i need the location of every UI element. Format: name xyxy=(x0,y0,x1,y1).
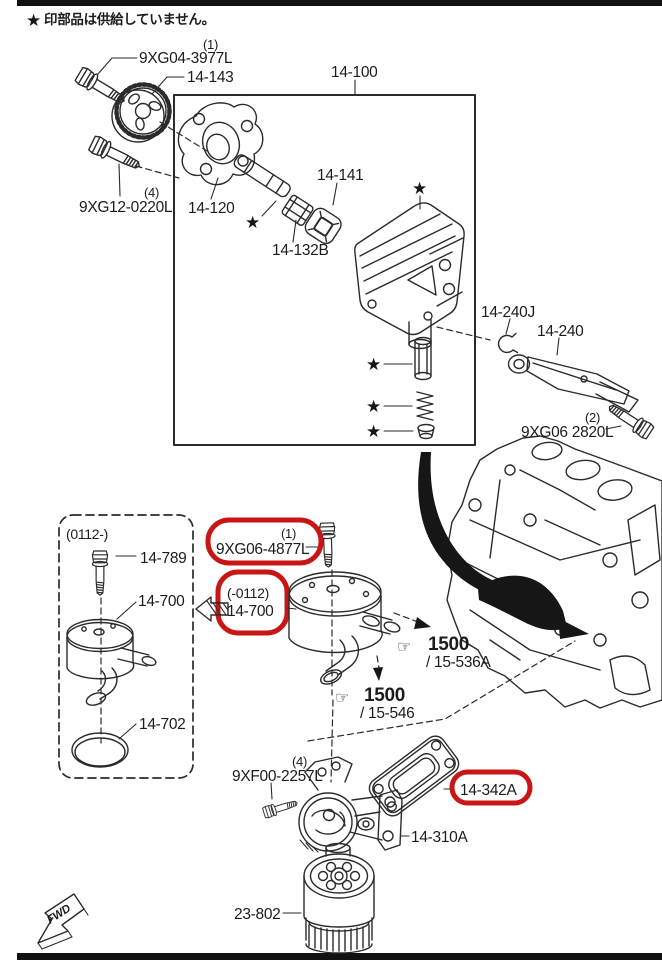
oil-cooler-drawing xyxy=(288,571,401,685)
bottom-border-bar xyxy=(17,953,662,960)
not-supplied-star-icon: ★ xyxy=(366,397,381,416)
pump-rotor-drawing xyxy=(177,102,264,200)
oil-pump-assy-box xyxy=(173,94,476,446)
snap-ring-label: 14-240J xyxy=(481,304,535,321)
cooler-alt-group-box xyxy=(58,514,194,779)
gasket-label: 14-342A xyxy=(460,782,517,799)
ref-lower-group: 1500 xyxy=(364,685,405,706)
to-bracket-arrowhead xyxy=(373,667,383,681)
not-supplied-star-icon: ★ xyxy=(412,179,427,198)
jet-bolt-qty: (2) xyxy=(585,410,600,425)
jet-bolt-label: 9XG06 2820L xyxy=(521,424,614,441)
sprocket-label: 14-143 xyxy=(187,69,233,86)
ref-upper-group: 1500 xyxy=(428,634,469,655)
cooler-label: 14-700 xyxy=(227,603,274,620)
cooler-oring-drawing xyxy=(71,723,137,768)
pump-collar-leader xyxy=(332,182,338,206)
sprocket-bolt-label: 9XG04-3977L xyxy=(139,50,233,67)
fwd-arrow: FWD xyxy=(37,893,89,950)
pump-bolt-drawing xyxy=(87,134,144,197)
pump-rotor-label: 14-120 xyxy=(188,200,235,217)
pump-joint-drawing xyxy=(281,194,314,226)
cooler-alt-bolt-label: 14-789 xyxy=(140,550,186,567)
ref-lower-code: / 15-546 xyxy=(360,705,414,722)
note-text: 印部品は供給していません。 xyxy=(44,11,215,27)
gasket-highlight xyxy=(449,769,533,806)
cooler-alt-range: (0112-) xyxy=(66,526,108,542)
cooler-bolt-highlight xyxy=(205,517,324,566)
to-bracket-dash xyxy=(376,655,380,669)
sprocket-bolt-drawing xyxy=(73,57,138,110)
sprocket-bolt-leader xyxy=(97,57,138,75)
oil-pump-assy-label: 14-100 xyxy=(331,64,378,81)
bracket-to-engine-dash xyxy=(307,640,576,742)
cooler-alt-label: 14-700 xyxy=(138,593,185,610)
pump-bolt-leader xyxy=(118,163,121,197)
supersession-arrow-icon xyxy=(195,596,229,622)
oil-filter-label: 23-802 xyxy=(234,906,280,923)
cooler-axis-dash xyxy=(330,569,334,783)
pump-shaft-drawing xyxy=(233,154,291,198)
shaft-star-leader xyxy=(261,200,277,217)
cooler-oring-label: 14-702 xyxy=(139,716,185,733)
pump-body-drawing xyxy=(354,195,465,350)
pump-bolts-qty: (4) xyxy=(144,185,159,200)
oil-jet-label: 14-240 xyxy=(537,323,584,340)
filter-bracket-label: 14-310A xyxy=(411,829,468,846)
relief-seat-drawing xyxy=(383,423,435,440)
fwd-label: FWD xyxy=(45,903,73,927)
pump-collar-label: 14-141 xyxy=(317,167,363,184)
pointing-hand-icon: ☞ xyxy=(397,639,411,656)
pointing-hand-icon: ☞ xyxy=(335,690,349,707)
pump-joint-leader xyxy=(292,219,297,243)
not-supplied-star-icon: ★ xyxy=(245,213,260,232)
sprocket-bolt-qty: (1) xyxy=(203,37,218,52)
jet-location-highlight xyxy=(478,575,589,639)
oil-cooler-alt-drawing xyxy=(66,601,157,706)
cooler-bolt-qty: (1) xyxy=(281,526,296,541)
oil-jet-drawing xyxy=(507,337,639,413)
oil-filter-drawing xyxy=(282,842,375,954)
not-supplied-star-icon: ★ xyxy=(366,422,381,441)
ref-upper-code: / 15-536A xyxy=(426,654,491,671)
pump-bolts-label: 9XG12-0220L xyxy=(79,199,173,216)
note-star-icon: ★ xyxy=(26,11,41,30)
bracket-bolts-label: 9XF00-2257L xyxy=(232,768,323,785)
relief-plunger-drawing xyxy=(383,336,432,381)
jet-bolt-drawing xyxy=(604,399,656,441)
pump-joint-label: 14-132B xyxy=(272,242,329,259)
cooler-alt-bolt-drawing xyxy=(91,550,137,596)
not-supplied-star-icon: ★ xyxy=(366,355,381,374)
cooler-range: (-0112) xyxy=(227,585,269,601)
sprocket-leader xyxy=(151,76,185,95)
pump-collar-drawing xyxy=(304,207,342,245)
snap-ring-drawing xyxy=(497,318,519,354)
relief-spring-drawing xyxy=(383,391,434,421)
bracket-bolt-drawing xyxy=(261,782,300,820)
bracket-bolts-qty: (4) xyxy=(292,754,307,769)
assembly-axis-dashes xyxy=(135,121,208,179)
valve-to-ring-dash xyxy=(436,326,491,341)
to-engine-dash xyxy=(393,612,419,623)
sprocket-drawing xyxy=(111,76,185,143)
to-engine-arrowhead xyxy=(414,617,431,629)
top-border-bar xyxy=(17,0,662,6)
pump-rotor-leader xyxy=(210,177,219,200)
cooler-bolt-label: 9XG06-4877L xyxy=(216,541,310,558)
pointer-curve xyxy=(418,452,499,596)
